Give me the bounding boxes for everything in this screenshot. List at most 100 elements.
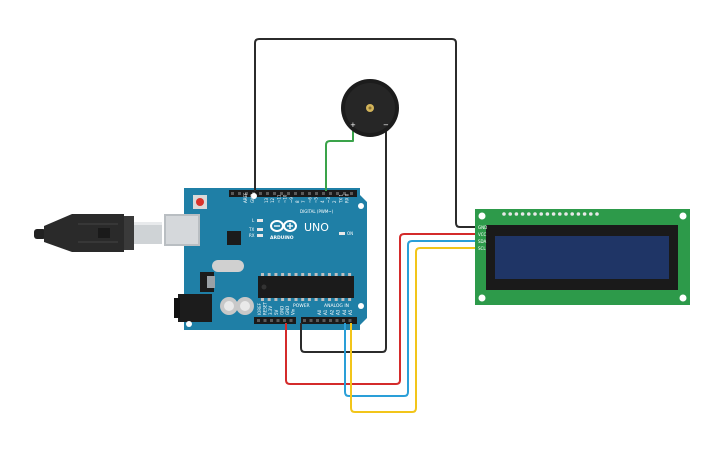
- header-hole: [329, 192, 332, 195]
- header-hole: [309, 319, 313, 322]
- led-on: [339, 232, 345, 235]
- wire-black-buzzer-lcd-gnd: [254, 38, 478, 228]
- wire-blue-sda: [344, 240, 478, 397]
- header-hole: [322, 319, 326, 322]
- analog-pin-label: A4: [342, 309, 347, 315]
- digital-pin-label: 8: [295, 200, 300, 203]
- lcd-pin: [514, 212, 519, 216]
- header-hole: [322, 192, 325, 195]
- header-hole: [303, 319, 306, 322]
- digital-pin-label: RX 0: [345, 193, 350, 203]
- lcd-pin: [589, 212, 593, 216]
- header-hole: [245, 192, 248, 195]
- lcd-pin: [533, 212, 537, 216]
- header-pin-label: AREF: [243, 192, 248, 203]
- brand-label: ARDUINO: [270, 235, 294, 241]
- lcd-pin-label: SCL: [478, 246, 486, 251]
- lcd-pin: [558, 212, 562, 216]
- wire-green-buzzer-plus: [325, 131, 354, 191]
- header-hole: [287, 192, 290, 195]
- analog-pin-label: A3: [336, 309, 341, 315]
- header-hole: [263, 319, 267, 322]
- digital-pin-label: 2: [332, 200, 337, 203]
- power-pin-label: GND: [285, 306, 290, 315]
- crystal: [212, 260, 244, 272]
- header-hole: [301, 192, 304, 195]
- wires: [254, 38, 478, 413]
- lcd-pin: [551, 212, 556, 216]
- lcd-pin-label: VCC: [478, 232, 487, 237]
- power-pin-label: RESET: [263, 302, 268, 315]
- header-hole: [280, 192, 283, 195]
- led-rx: [257, 234, 263, 237]
- lcd-pin: [520, 212, 525, 216]
- digital-pin-label: 13: [264, 197, 269, 203]
- header-hole: [266, 192, 269, 195]
- digital-pin-label: ~6: [307, 197, 312, 203]
- lcd-pin-label: GND: [478, 225, 487, 230]
- l-label: L: [252, 218, 255, 223]
- header-hole: [329, 319, 332, 322]
- digital-pin-label: 4: [320, 200, 325, 203]
- buzzer-plus-label: +: [350, 121, 356, 129]
- lcd-pin: [564, 212, 568, 216]
- digital-pin-label: ~10: [283, 194, 288, 203]
- arduino-uno-board: L TX RX ON UNO ARDUINO DIGITAL (PWM~) PO…: [164, 188, 367, 330]
- lcd-pin: [508, 212, 512, 216]
- lcd-pin: [527, 212, 531, 216]
- arduino-logo: [270, 220, 297, 232]
- on-label: ON: [347, 231, 353, 236]
- digital-pin-label: ~3: [326, 197, 331, 203]
- buzzer-minus-label: −: [383, 121, 389, 129]
- digital-pin-label: 12: [270, 197, 275, 203]
- power-header: [254, 317, 296, 324]
- digital-pin-label: 7: [301, 200, 306, 203]
- header-hole: [316, 319, 319, 322]
- header-hole: [231, 192, 234, 195]
- lcd-pin: [582, 212, 587, 216]
- digital-pin-label: ~5: [314, 197, 319, 203]
- header-hole: [283, 319, 286, 322]
- header-hole: [348, 319, 352, 322]
- power-label: POWER: [293, 303, 310, 309]
- analog-pin-label: A5: [348, 309, 353, 315]
- rx-label: RX: [249, 233, 255, 238]
- header-hole: [238, 192, 241, 195]
- digital-pin-label: ~9: [289, 197, 294, 203]
- header-hole: [343, 192, 346, 195]
- power-pin-label: Vin: [291, 308, 296, 315]
- power-pin-label: 5V: [274, 309, 279, 315]
- power-pin-label: 3.3V: [268, 306, 273, 315]
- lcd-pin: [576, 212, 581, 216]
- header-hole: [276, 319, 280, 322]
- analog-pin-label: A0: [317, 309, 322, 315]
- digital-header-label: DIGITAL (PWM~): [300, 209, 334, 214]
- wire-red-vcc: [285, 233, 478, 385]
- wire-yellow-scl: [350, 247, 478, 413]
- usb-chip: [227, 231, 241, 245]
- header-hole: [350, 192, 353, 195]
- analog-pin-label: A1: [323, 309, 328, 315]
- header-hole: [294, 192, 297, 195]
- header-hole: [273, 192, 276, 195]
- header-hole: [259, 192, 262, 195]
- digital-pin-label: ~11: [276, 194, 281, 203]
- header-hole: [289, 319, 293, 322]
- digital-pin-label: TX 1: [338, 194, 343, 204]
- piezo-buzzer: + −: [341, 79, 399, 137]
- power-pin-label: IOREF: [257, 302, 262, 315]
- led-l: [257, 219, 263, 222]
- header-hole: [257, 319, 260, 322]
- header-hole: [308, 192, 311, 195]
- lcd-pin: [502, 212, 506, 216]
- header-hole: [270, 319, 273, 322]
- lcd-screen: [495, 236, 669, 279]
- wire-black-buzzer-minus: [300, 128, 387, 353]
- header-hole: [342, 319, 345, 322]
- analog-label: ANALOG IN: [324, 303, 349, 309]
- lcd-pin: [545, 212, 550, 216]
- digital-header: [229, 190, 357, 197]
- usb-cable: [34, 214, 162, 252]
- tx-label: TX: [248, 227, 254, 232]
